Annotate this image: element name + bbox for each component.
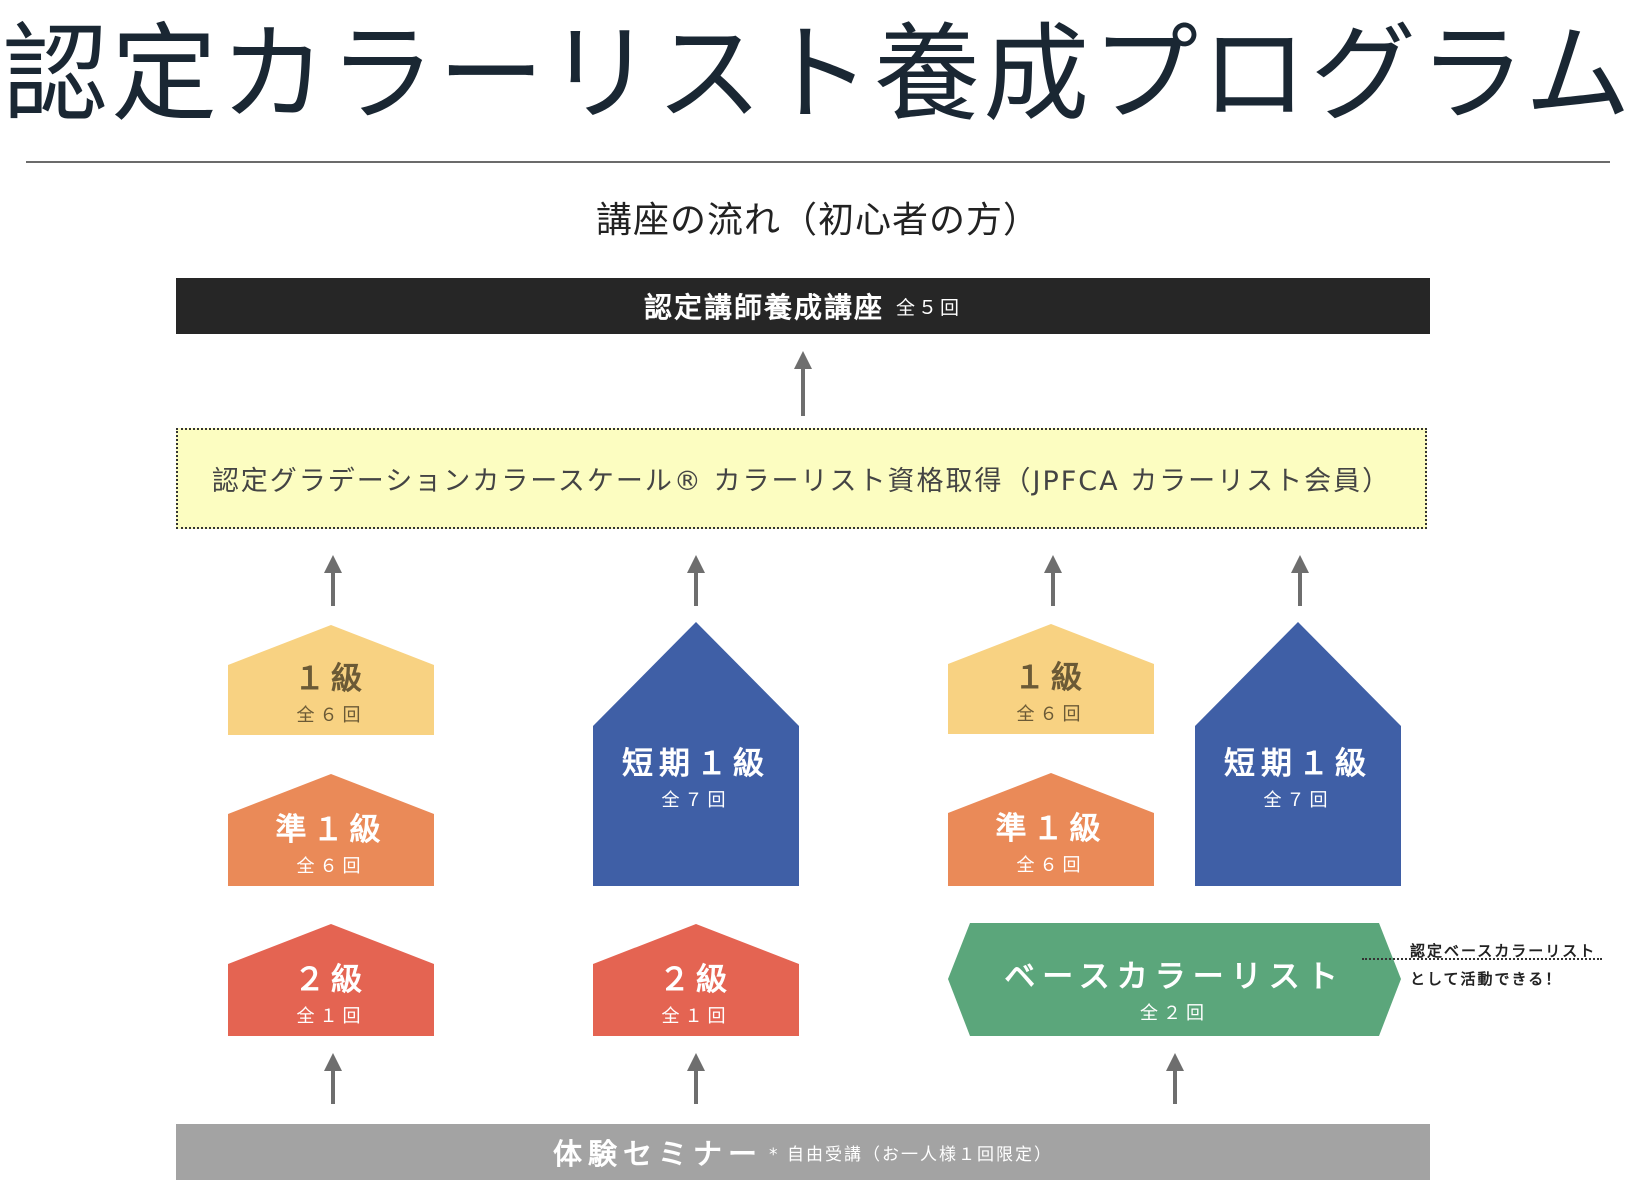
- base-colorist-count: 全２回: [1140, 1003, 1209, 1024]
- instructor-course-count: 全５回: [896, 296, 963, 319]
- level-count: 全１回: [661, 1006, 731, 1027]
- level-name: 短期１級: [1224, 746, 1372, 782]
- title-divider: [26, 161, 1610, 163]
- level-2-house-shape: [228, 924, 434, 1036]
- level-name: １級: [1014, 660, 1088, 696]
- side-note-line-2: として活動できる！: [1410, 970, 1563, 988]
- level-count: 全６回: [296, 856, 366, 877]
- level-name: ２級: [294, 962, 368, 998]
- certification-text: 認定グラデーションカラースケール® カラーリスト資格取得（JPFCA カラーリス…: [211, 466, 1392, 497]
- level-2-house-shape: [593, 924, 799, 1036]
- up-arrow-icon: [687, 1053, 705, 1104]
- level-name: ２級: [659, 962, 733, 998]
- level-name: 準１級: [275, 812, 387, 848]
- level-1-house: １級 全６回: [948, 624, 1154, 734]
- up-arrow-icon: [687, 555, 705, 606]
- level-count: 全６回: [296, 705, 366, 726]
- short-1-house-shape: [1195, 622, 1401, 886]
- side-note-line-1: 認定ベースカラーリスト: [1410, 942, 1597, 960]
- instructor-course-label: 認定講師養成講座: [643, 291, 884, 324]
- trial-seminar-bar: 体験セミナー * 自由受講（お一人様１回限定）: [176, 1124, 1430, 1180]
- base-colorist-shape: ベースカラーリスト 全２回: [948, 923, 1401, 1036]
- level-name: 短期１級: [622, 746, 770, 782]
- level-count: 全６回: [1016, 855, 1086, 876]
- level-name: 準１級: [995, 811, 1107, 847]
- trial-seminar-label: 体験セミナー: [553, 1137, 764, 1171]
- semi-1-house-shape: [228, 774, 434, 886]
- base-colorist-name: ベースカラーリスト: [1004, 959, 1345, 995]
- level-2-house: ２級 全１回: [593, 924, 799, 1036]
- semi-1-house: 準１級 全６回: [228, 774, 434, 886]
- certification-box: 認定グラデーションカラースケール® カラーリスト資格取得（JPFCA カラーリス…: [176, 428, 1427, 529]
- up-arrow-icon: [324, 1053, 342, 1104]
- level-count: 全７回: [661, 790, 731, 811]
- level-2-house: ２級 全１回: [228, 924, 434, 1036]
- up-arrow-icon: [794, 351, 812, 416]
- level-name: １級: [294, 661, 368, 697]
- up-arrow-icon: [1166, 1053, 1184, 1104]
- up-arrow-icon: [1044, 555, 1062, 606]
- up-arrow-icon: [1291, 555, 1309, 606]
- trial-seminar-note: * 自由受講（お一人様１回限定）: [769, 1144, 1053, 1165]
- level-1-house-shape: [948, 624, 1154, 734]
- short-1-house: 短期１級 全７回: [593, 622, 799, 886]
- level-1-house: １級 全６回: [228, 625, 434, 735]
- short-1-house-shape: [593, 622, 799, 886]
- base-colorist-hexagon: [948, 923, 1401, 1036]
- level-count: 全１回: [296, 1006, 366, 1027]
- level-count: 全７回: [1263, 790, 1333, 811]
- instructor-course-bar: 認定講師養成講座 全５回: [176, 278, 1430, 334]
- side-note-divider: [1362, 958, 1602, 960]
- flow-heading: 講座の流れ（初心者の方）: [595, 200, 1040, 241]
- short-1-house: 短期１級 全７回: [1195, 622, 1401, 886]
- side-note: 認定ベースカラーリスト として活動できる！: [1410, 937, 1610, 993]
- semi-1-house-shape: [948, 773, 1154, 886]
- semi-1-house: 準１級 全６回: [948, 773, 1154, 886]
- level-1-house-shape: [228, 625, 434, 735]
- level-count: 全６回: [1016, 704, 1086, 725]
- page-title: 認定カラーリスト養成プログラム: [2, 13, 1634, 136]
- up-arrow-icon: [324, 555, 342, 606]
